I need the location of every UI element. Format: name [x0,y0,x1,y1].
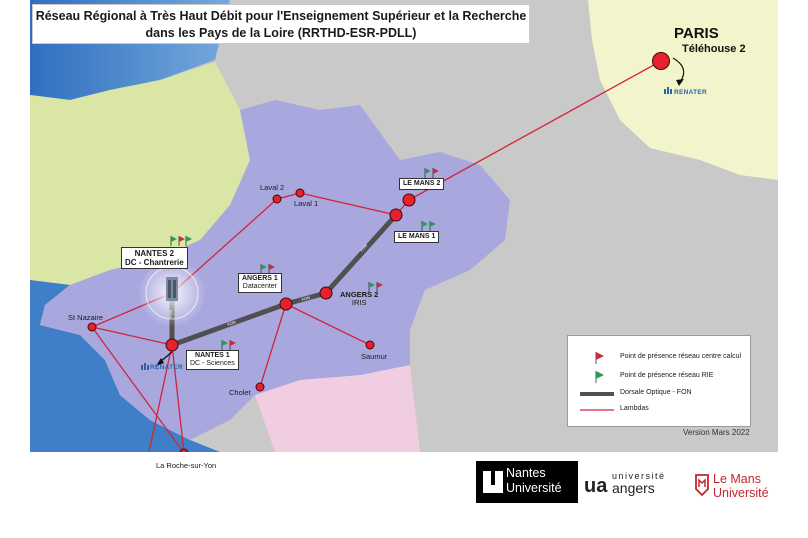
flag-rie-icon [595,371,604,383]
fon-label: FON [227,319,237,327]
map-legend: Point de présence réseau centre calcul P… [567,335,751,427]
label-st-nazaire: St Nazaire [68,313,104,322]
node-laval-2[interactable] [272,194,282,204]
presence-flags [170,168,439,350]
node-angers-2[interactable] [319,286,333,300]
region-ile-de-france [588,0,778,180]
legend-row-rie: Point de présence réseau RIE [568,369,750,385]
label-la-roche-sur-yon: La Roche-sur-Yon [156,461,217,470]
renater-nantes-label: RENATER [150,364,184,371]
region-bretagne [30,62,250,285]
nantes-1-line1: NANTES 1 [195,352,230,359]
map-title: Réseau Régional à Très Haut Débit pour l… [32,4,530,44]
telehouse-label: Téléhouse 2 [682,43,746,55]
node-angers-1[interactable] [279,297,293,311]
angers-logo-line1: université [612,471,666,481]
node-paris[interactable] [652,52,670,70]
lemans-universite-logo: Le Mans Université [713,472,769,500]
label-nantes-2: NANTES 2 DC - Chantrerie [121,247,188,269]
renater-logo-icon [141,87,672,370]
legend-rie-label: Point de présence réseau RIE [620,372,714,379]
flag-calcul-icon [179,236,185,242]
flag-calcul-icon [269,264,275,270]
lemans-logo-icon [695,474,709,497]
title-line-2: dans les Pays de la Loire (RRTHD-ESR-PDL… [145,26,417,40]
flag-rie-icon [171,236,177,242]
label-saumur: Saumur [361,352,388,361]
title-line-1: Réseau Régional à Très Haut Débit pour l… [35,9,527,23]
label-cholet: Cholet [229,388,251,397]
node-saumur[interactable] [365,340,375,350]
lambda-line-icon [580,409,614,411]
legend-lambdas-label: Lambdas [620,405,649,412]
node-la-roche-sur-yon[interactable] [179,448,189,452]
angers-universite-logo: université angers [612,471,666,496]
nantes-2-line1: NANTES 2 [134,249,175,258]
regional-network-map: FON FON FON FON [30,0,778,452]
fon-line-icon [580,392,614,396]
label-le-mans-1: LE MANS 1 [394,231,440,243]
node-cholet[interactable] [255,382,265,392]
label-angers-1: ANGERS 1 Datacenter [238,273,282,293]
label-angers-2: ANGERS 2 IRIS [340,291,378,307]
angers-logo-line2: angers [612,480,655,496]
paris-arrow-head [676,79,684,86]
flag-rie-icon [430,221,436,227]
fon-label: FON [359,243,368,253]
label-nantes-1: NANTES 1 DC - Sciences [186,350,239,370]
flag-rie-icon [425,168,431,174]
region-pays-de-la-loire [40,100,510,440]
version-label: Version Mars 2022 [683,428,750,437]
nantes-2-line2: DC - Chantrerie [125,258,184,267]
lemans-logo-line2: Université [713,486,769,500]
flag-calcul-icon [377,282,383,288]
flag-rie-icon [369,282,375,288]
fon-label: FON [301,295,311,302]
nantes-logo-line1: Nantes [506,466,546,480]
svg-text:ua: ua [584,475,608,497]
nantes-arrow-head [156,358,164,366]
legend-fon-label: Dorsale Optique - FON [620,389,692,396]
angers-2-line1: ANGERS 2 [340,290,379,299]
angers-1-line1: ANGERS 1 [242,275,278,282]
node-nantes-1[interactable] [165,338,179,352]
sea-atlantic [30,280,220,452]
region-nouvelle-aquitaine [255,365,420,452]
nantes-logo-line2: Université [506,481,562,495]
datacenter-building-icon [166,277,178,301]
label-laval-1: Laval 1 [294,199,319,208]
flag-calcul-icon [433,168,439,174]
flag-rie-icon [222,340,228,346]
nantes-1-line2: DC - Sciences [190,360,235,367]
renater-paris-label: RENATER [674,89,708,96]
node-laval-1[interactable] [295,188,305,198]
node-le-mans-2[interactable] [402,193,416,207]
nantes-universite-logo: Nantes Université [476,461,578,503]
legend-row-lambdas: Lambdas [568,402,750,418]
legend-row-calcul: Point de présence réseau centre calcul [568,350,750,366]
paris-label: PARIS [674,25,719,42]
node-le-mans-1[interactable] [389,208,403,222]
lemans-logo-line1: Le Mans [713,472,761,486]
nantes-logo-text: Nantes Université [506,466,562,496]
flag-rie-icon [422,221,428,227]
label-laval-2: Laval 2 [260,183,285,192]
angers-2-line2: IRIS [351,298,367,307]
angers-logo-icon: ua [584,475,608,497]
node-st-nazaire[interactable] [87,322,97,332]
network-nodes [87,52,670,452]
flag-calcul-icon [230,340,236,346]
label-le-mans-2: LE MANS 2 [399,178,445,190]
angers-1-line2: Datacenter [242,283,278,290]
flag-rie-icon [261,264,267,270]
legend-row-fon: Dorsale Optique - FON [568,386,750,402]
legend-calcul-label: Point de présence réseau centre calcul [620,353,742,360]
flag-rie-icon [186,236,192,242]
flag-calcul-icon [595,352,604,364]
nantes-logo-icon [483,471,503,493]
